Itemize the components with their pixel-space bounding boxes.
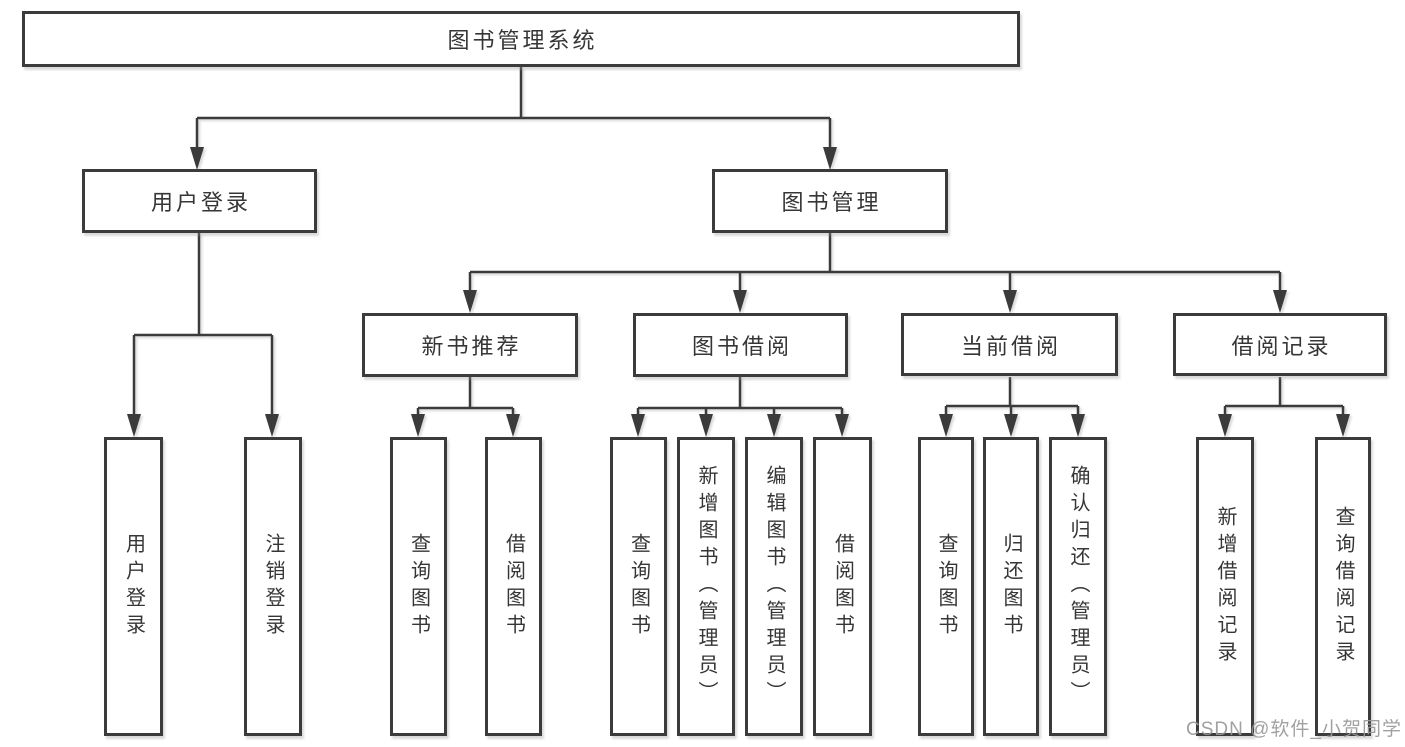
leaf-user-login: 用户登录	[104, 437, 163, 736]
arrowhead	[506, 414, 520, 437]
node-label: 归还图书	[1000, 532, 1022, 641]
node-label: 新增图书（管理员）	[695, 465, 717, 708]
leaf-edit-books-admin: 编辑图书（管理员）	[745, 437, 803, 736]
arrowhead	[190, 147, 204, 170]
leaf-query-borrow-record: 查询借阅记录	[1315, 437, 1371, 736]
arrowhead	[463, 290, 477, 313]
leaf-query-books-recommendation: 查询图书	[390, 437, 447, 736]
node-label: 编辑图书（管理员）	[763, 465, 785, 708]
arrowhead	[767, 414, 781, 437]
connector-book-borrow-to-leaves	[631, 377, 849, 437]
node-label: 图书管理系统	[447, 28, 598, 53]
arrowhead	[835, 414, 849, 437]
node-label: 借阅记录	[1231, 333, 1332, 359]
node-label: 借阅图书	[831, 532, 854, 641]
connector-root-to-level2	[190, 67, 837, 170]
leaf-add-borrow-record: 新增借阅记录	[1196, 437, 1254, 736]
arrowhead	[823, 147, 837, 170]
arrowhead	[127, 414, 141, 437]
arrowhead	[1004, 414, 1018, 437]
node-label: 新书推荐	[421, 334, 522, 359]
node-label: 注销登录	[262, 532, 284, 641]
node-user-login: 用户登录	[82, 169, 317, 233]
leaf-query-books-borrowing: 查询图书	[610, 437, 667, 736]
node-label: 图书管理	[781, 190, 882, 215]
arrowhead	[939, 414, 953, 437]
node-book-borrowing: 图书借阅	[633, 313, 848, 377]
node-library-management-system: 图书管理系统	[22, 11, 1020, 67]
watermark-text: CSDN @软件_小贺同学	[1186, 719, 1402, 740]
arrowhead	[1273, 290, 1287, 313]
node-label: 用户登录	[150, 190, 251, 215]
node-borrowing-records: 借阅记录	[1173, 313, 1387, 376]
node-label: 图书借阅	[691, 334, 792, 359]
leaf-logout: 注销登录	[244, 437, 302, 736]
node-label: 查询图书	[627, 532, 650, 641]
node-label: 查询图书	[407, 532, 430, 641]
node-label: 新增借阅记录	[1214, 505, 1236, 668]
leaf-confirm-return-admin: 确认归还（管理员）	[1049, 437, 1107, 736]
node-new-book-recommendation: 新书推荐	[362, 313, 578, 377]
arrowhead	[1336, 414, 1350, 437]
connector-book-mgmt-to-level3	[463, 233, 1287, 313]
leaf-borrow-books-recommendation: 借阅图书	[485, 437, 542, 736]
node-label: 确认归还（管理员）	[1067, 465, 1089, 708]
node-label: 用户登录	[122, 532, 145, 641]
leaf-add-books-admin: 新增图书（管理员）	[677, 437, 735, 736]
node-label: 当前借阅	[960, 333, 1061, 359]
node-current-borrowing: 当前借阅	[901, 313, 1118, 376]
node-label: 查询借阅记录	[1332, 505, 1354, 668]
arrowhead	[733, 290, 747, 313]
arrowhead	[1071, 414, 1085, 437]
arrowhead	[411, 414, 425, 437]
leaf-borrow-books: 借阅图书	[813, 437, 872, 736]
arrowhead	[631, 414, 645, 437]
arrowhead	[699, 414, 713, 437]
node-label: 查询图书	[935, 532, 957, 641]
connector-new-book-rec-to-leaves	[411, 377, 520, 437]
connector-user-login-to-leaves	[127, 233, 279, 437]
connector-borrow-records-to-leaves	[1218, 377, 1350, 437]
node-label: 借阅图书	[502, 532, 525, 641]
connector-current-borrow-to-leaves	[939, 377, 1085, 437]
arrowhead	[265, 414, 279, 437]
leaf-query-books-current: 查询图书	[918, 437, 974, 736]
leaf-return-books: 归还图书	[983, 437, 1039, 736]
node-book-management: 图书管理	[712, 169, 948, 233]
arrowhead	[1003, 290, 1017, 313]
arrowhead	[1218, 414, 1232, 437]
